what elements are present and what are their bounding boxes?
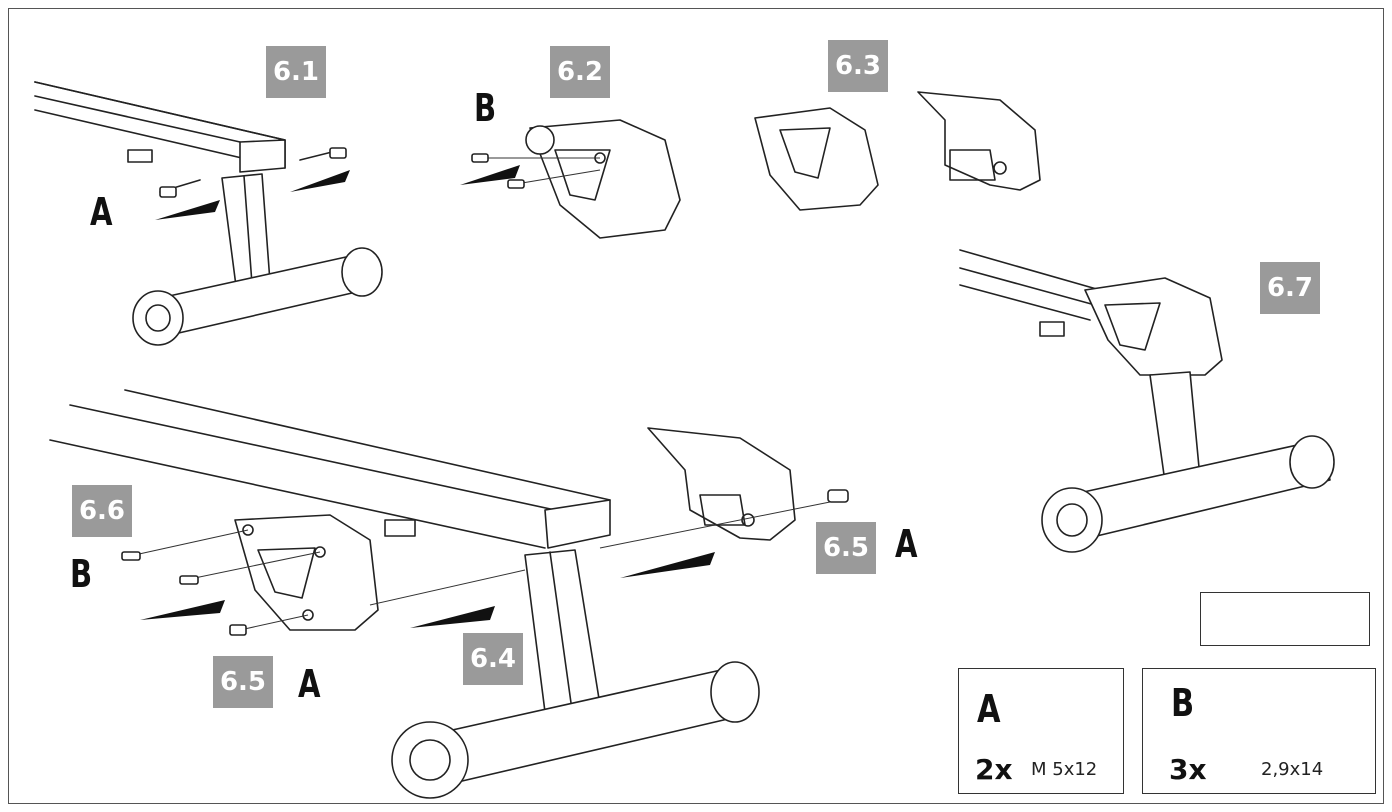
step-badge-6-5-right: 6.5 <box>816 522 876 574</box>
callout-letter-a: A <box>298 662 321 706</box>
step-badge-6-6: 6.6 <box>72 485 132 537</box>
part-spec: M 5x12 <box>1031 759 1098 780</box>
callout-letter-a: A <box>895 522 918 566</box>
tool-box <box>1200 592 1370 646</box>
step-6-4-main-assembly <box>49 389 849 799</box>
callout-letter-b: B <box>70 552 93 596</box>
step-badge-6-3: 6.3 <box>828 40 888 92</box>
part-letter: B <box>1171 681 1195 725</box>
step-6-1-frame-leg <box>34 81 383 346</box>
step-badge-6-4: 6.4 <box>463 633 523 685</box>
part-box-a: A 2x M 5x12 <box>958 668 1124 794</box>
part-spec: 2,9x14 <box>1261 759 1324 780</box>
part-quantity: 2x <box>975 753 1013 786</box>
callout-letter-a: A <box>90 190 113 234</box>
step-6-2-end-cap <box>460 119 681 239</box>
step-badge-6-2: 6.2 <box>550 46 610 98</box>
step-6-3-cap-halves <box>754 91 1041 211</box>
step-6-7-assembled <box>959 249 1335 553</box>
step-badge-6-5-left: 6.5 <box>213 656 273 708</box>
step-badge-6-7: 6.7 <box>1260 262 1320 314</box>
part-quantity: 3x <box>1169 753 1207 786</box>
diagram-frame <box>8 8 1384 804</box>
step-badge-6-1: 6.1 <box>266 46 326 98</box>
part-box-b: B 3x 2,9x14 <box>1142 668 1376 794</box>
part-letter: A <box>977 687 1001 731</box>
callout-letter-b: B <box>474 86 497 130</box>
